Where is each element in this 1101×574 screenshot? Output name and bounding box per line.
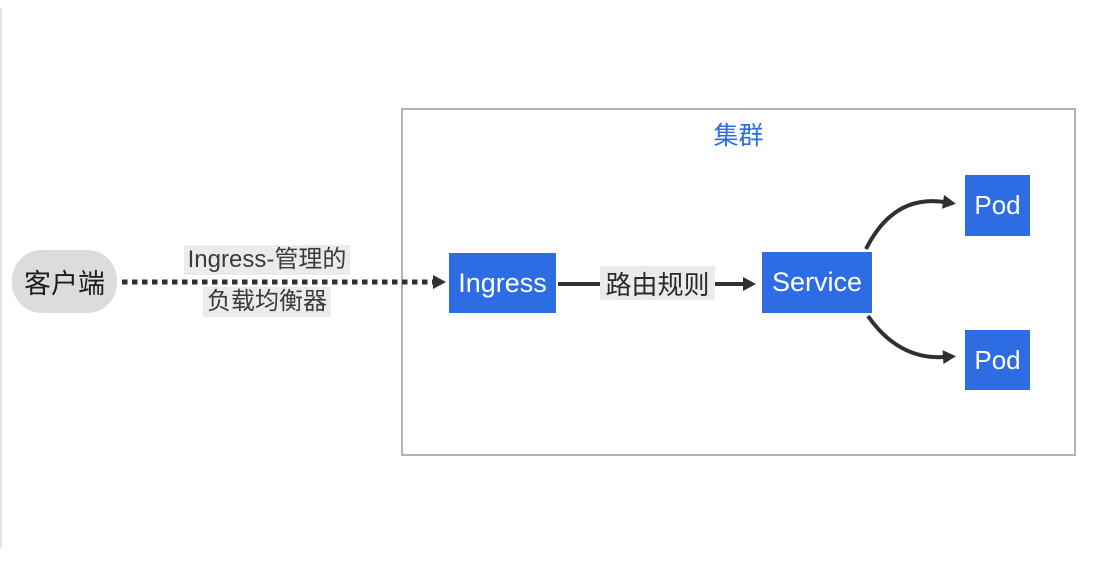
service-node: Service	[762, 252, 872, 313]
ingress-node: Ingress	[449, 253, 556, 313]
load-balancer-edge-label: Ingress-管理的 负载均衡器	[157, 245, 377, 320]
page-edge-line	[0, 8, 2, 548]
pod-top-label: Pod	[974, 190, 1021, 220]
pod-node-bottom: Pod	[965, 330, 1030, 390]
service-to-pod-bottom-arrow	[866, 314, 956, 365]
client-node-label: 客户端	[24, 269, 105, 299]
service-to-pod-top-arrow	[864, 194, 956, 250]
pod-node-top: Pod	[965, 175, 1030, 236]
load-balancer-label-line-1: Ingress-管理的	[183, 245, 351, 275]
pod-bottom-label: Pod	[974, 344, 1021, 375]
load-balancer-label-line-2: 负载均衡器	[203, 287, 331, 317]
cluster-label: 集群	[713, 122, 764, 150]
service-node-label: Service	[771, 267, 863, 297]
client-node: 客户端	[12, 250, 117, 313]
routing-rules-edge-label: 路由规则	[600, 266, 715, 300]
ingress-node-label: Ingress	[458, 267, 547, 298]
